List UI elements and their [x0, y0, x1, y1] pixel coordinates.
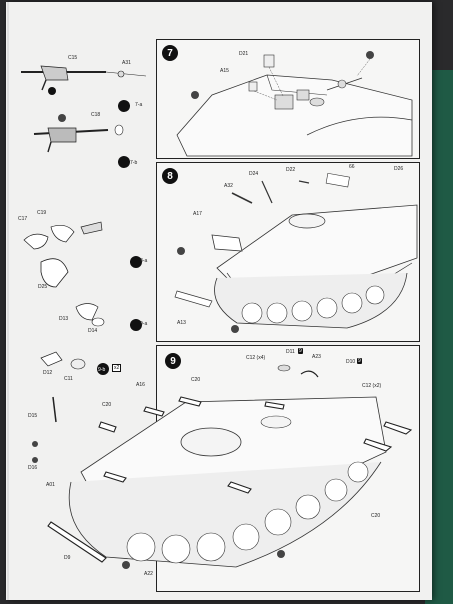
- label-c15: C15: [68, 55, 78, 61]
- label-d13: D13: [59, 316, 69, 322]
- label-d12: D12: [43, 370, 53, 376]
- left-column-drawings: [21, 65, 147, 375]
- label-d14: D14: [88, 328, 98, 334]
- label-d25: D25: [38, 284, 48, 290]
- label-c20-top: C20: [191, 377, 201, 383]
- label-a31: A31: [122, 60, 131, 66]
- label-a15: A15: [220, 68, 229, 74]
- label-a23: A23: [312, 354, 321, 360]
- ref-9a: 9-a: [140, 321, 148, 327]
- label-d11: D11: [286, 349, 295, 355]
- label-a22: A22: [144, 571, 153, 577]
- label-d22: D22: [286, 167, 296, 173]
- step-7-panel: 7 D21 A15: [156, 39, 420, 159]
- label-c18: C18: [91, 112, 101, 118]
- step9-d10-flag: 9: [357, 358, 362, 364]
- step-8-drawing: [174, 172, 418, 333]
- step-7-drawing: [176, 51, 413, 157]
- ref-8a: 8-a: [140, 258, 148, 264]
- ref-7a: 7-a: [135, 102, 143, 108]
- label-c11: C11: [64, 376, 73, 382]
- step-9-drawing: [32, 364, 413, 569]
- label-c19: C19: [37, 210, 47, 216]
- label-a13: A13: [177, 320, 186, 326]
- label-d10: D10: [346, 359, 356, 365]
- label-c12-x2: C12 (x2): [362, 383, 382, 389]
- label-a17: A17: [193, 211, 202, 217]
- label-c20-bottom: C20: [371, 513, 381, 519]
- label-d9: D9: [64, 555, 71, 561]
- binding-edge: [7, 2, 9, 600]
- label-d16: D16: [28, 465, 38, 471]
- label-66: 66: [349, 164, 355, 170]
- ref-7b: 7-b: [130, 160, 138, 166]
- instruction-sheet: 7 D21 A15 8: [6, 2, 432, 600]
- label-c20-left: C20: [102, 402, 112, 408]
- label-a01: A01: [46, 482, 55, 488]
- step9-d11-flag: 9: [298, 348, 303, 354]
- multiplier-x2: x2: [112, 364, 122, 372]
- label-d15: D15: [28, 413, 38, 419]
- label-d24: D24: [249, 171, 259, 177]
- step-8-number: 8: [162, 168, 178, 184]
- label-c17: C17: [18, 216, 28, 222]
- step-8-panel: 8 D24 A32 D22 66 D26 A17 A13: [156, 162, 420, 342]
- label-c12-x4: C12 (x4): [246, 355, 266, 361]
- ref-9b: 9-b: [98, 367, 106, 373]
- label-d26: D26: [394, 166, 404, 172]
- label-d21: D21: [239, 51, 249, 57]
- step-9-number: 9: [165, 353, 181, 369]
- step-7-number: 7: [162, 45, 178, 61]
- label-a16: A16: [136, 382, 145, 388]
- label-a32: A32: [224, 183, 233, 189]
